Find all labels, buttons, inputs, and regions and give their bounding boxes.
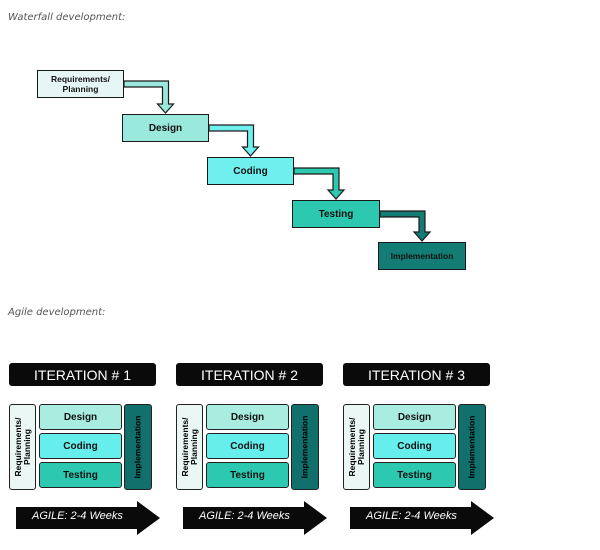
stage-testing: Testing	[206, 462, 289, 488]
duration-arrow: AGILE: 2-4 Weeks	[14, 500, 161, 536]
waterfall-caption: Waterfall development:	[8, 12, 126, 23]
arrow-shape	[350, 501, 494, 535]
waterfall-stage-implementation: Implementation	[378, 242, 466, 270]
flow-arrow	[293, 167, 346, 200]
stage-coding: Coding	[373, 433, 456, 459]
stage-design: Design	[373, 404, 456, 430]
stage-testing: Testing	[373, 462, 456, 488]
requirements-label: Requirements/ Planning	[346, 417, 366, 477]
waterfall-stage-design: Design	[122, 114, 209, 142]
iteration-title: ITERATION # 3	[343, 363, 490, 386]
implementation-column: Implementation	[458, 404, 486, 490]
stage-testing: Testing	[39, 462, 122, 488]
iteration-title: ITERATION # 1	[9, 363, 156, 386]
implementation-column: Implementation	[124, 404, 152, 490]
waterfall-stage-coding: Coding	[207, 157, 294, 185]
requirements-label: Requirements/ Planning	[179, 417, 199, 477]
iteration-title: ITERATION # 2	[176, 363, 323, 386]
implementation-label: Implementation	[466, 415, 477, 479]
requirements-column: Requirements/ Planning	[343, 404, 370, 490]
waterfall-arrows	[123, 80, 432, 242]
duration-label: AGILE: 2-4 Weeks	[199, 510, 290, 522]
duration-label: AGILE: 2-4 Weeks	[32, 510, 123, 522]
agile-caption: Agile development:	[8, 307, 106, 318]
waterfall-stage-requirements: Requirements/ Planning	[37, 70, 124, 98]
implementation-label: Implementation	[132, 415, 143, 479]
stage-coding: Coding	[206, 433, 289, 459]
requirements-label: Requirements/ Planning	[12, 417, 32, 477]
flow-arrow	[123, 80, 175, 114]
requirements-column: Requirements/ Planning	[176, 404, 203, 490]
iteration-block: Requirements/ Planning Design Coding Tes…	[343, 404, 490, 494]
waterfall-stage-testing: Testing	[292, 200, 380, 228]
duration-arrow: AGILE: 2-4 Weeks	[348, 500, 495, 536]
iteration-block: Requirements/ Planning Design Coding Tes…	[9, 404, 156, 494]
requirements-column: Requirements/ Planning	[9, 404, 36, 490]
duration-label: AGILE: 2-4 Weeks	[366, 510, 457, 522]
stage-design: Design	[206, 404, 289, 430]
duration-arrow: AGILE: 2-4 Weeks	[181, 500, 328, 536]
flow-arrow	[208, 124, 260, 157]
arrow-shape	[16, 501, 160, 535]
stage-design: Design	[39, 404, 122, 430]
iteration-block: Requirements/ Planning Design Coding Tes…	[176, 404, 323, 494]
arrow-shape	[183, 501, 327, 535]
stage-coding: Coding	[39, 433, 122, 459]
flow-arrow	[379, 210, 432, 242]
implementation-column: Implementation	[291, 404, 319, 490]
implementation-label: Implementation	[299, 415, 310, 479]
